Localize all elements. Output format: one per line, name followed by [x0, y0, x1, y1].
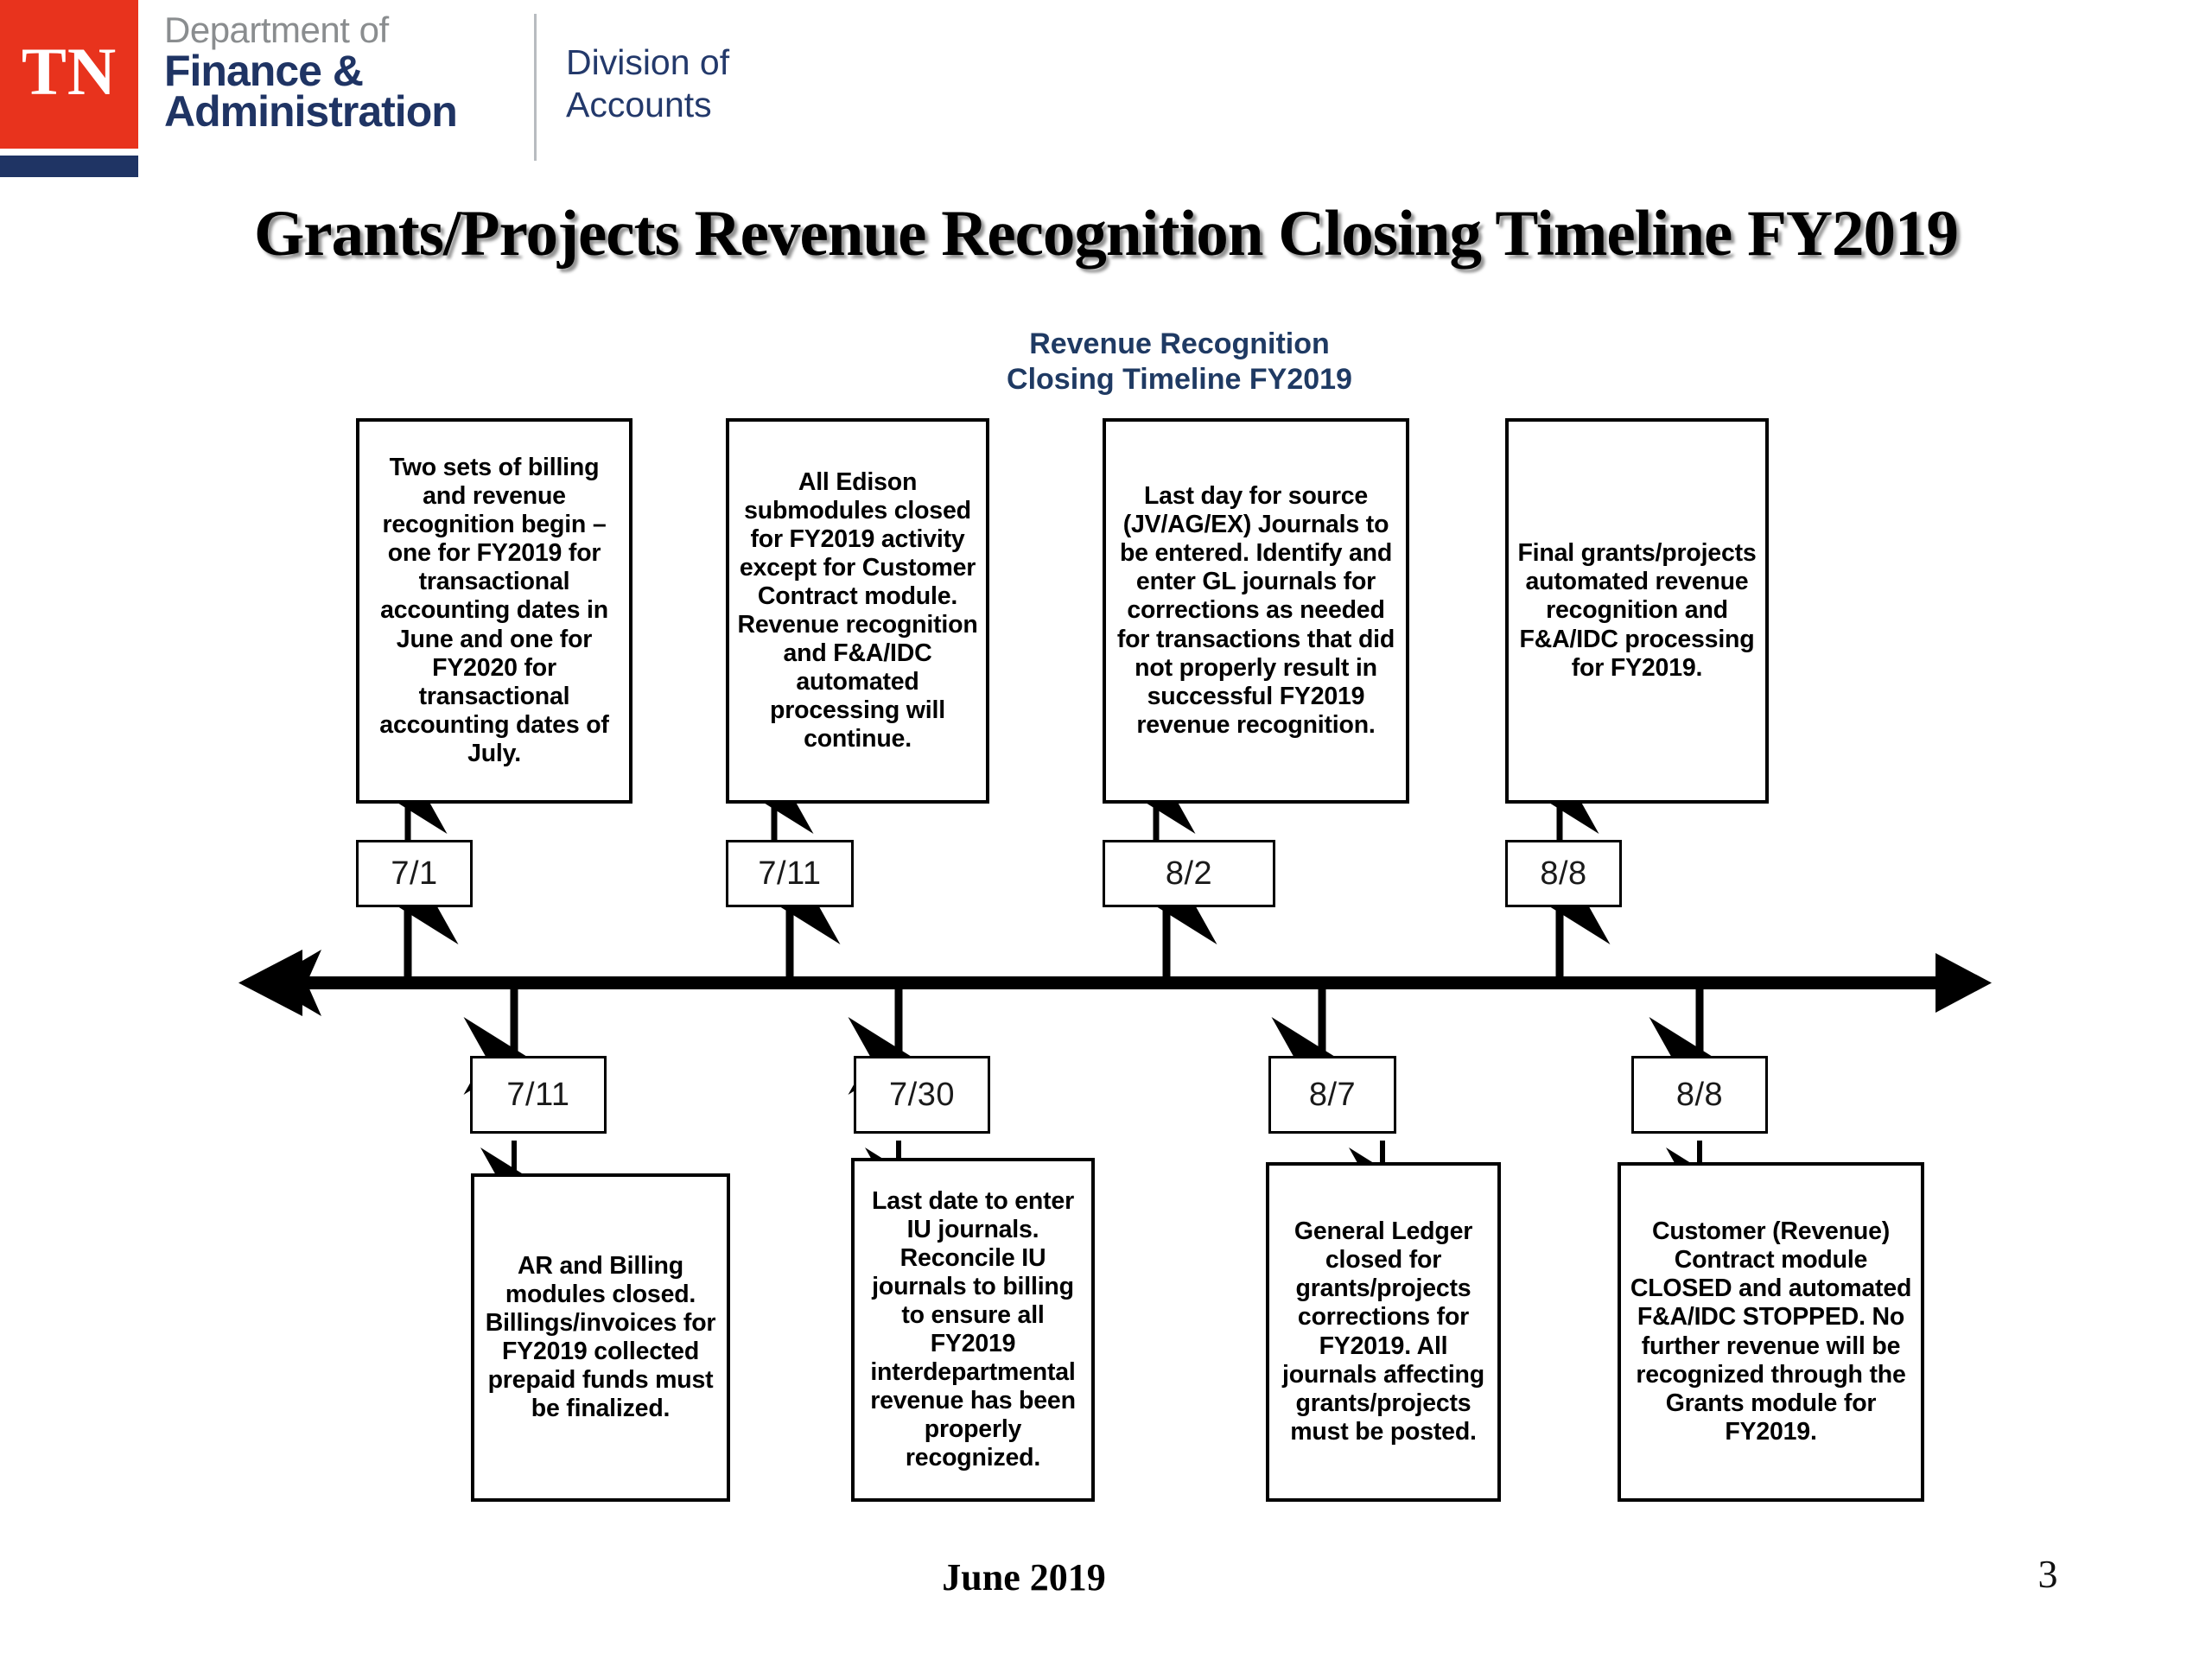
diagram-subtitle-line-1: Revenue Recognition: [1029, 327, 1330, 360]
note-text: Two sets of billing and revenue recognit…: [379, 454, 609, 767]
note-text: Customer (Revenue) Contract module CLOSE…: [1630, 1217, 1912, 1446]
date-box-above-1: 7/1: [356, 840, 473, 907]
date-box-above-3: 8/2: [1103, 840, 1275, 907]
logo-white-stripe: [0, 149, 138, 156]
department-line-2: Finance &: [164, 46, 364, 95]
page-number: 3: [2037, 1552, 2058, 1596]
note-box-below-4: Customer (Revenue) Contract module CLOSE…: [1618, 1162, 1924, 1502]
date-label: 8/2: [1165, 855, 1213, 892]
logo-navy-bar: [0, 156, 138, 177]
tn-logo-block: [0, 0, 138, 149]
note-box-above-2: All Edison submodules closed for FY2019 …: [726, 418, 989, 804]
tn-logo-text: TN: [21, 34, 118, 109]
division-wordmark: Division of Accounts: [566, 41, 912, 126]
footer-date: June 2019: [942, 1556, 1106, 1599]
date-box-below-4: 8/8: [1631, 1056, 1768, 1134]
note-box-below-2: Last date to enter IU journals. Reconcil…: [851, 1158, 1095, 1502]
uplinks-date-to-note: [398, 773, 1599, 842]
timeline-axis: [238, 950, 1992, 1016]
note-text: AR and Billing modules closed. Billings/…: [485, 1251, 716, 1423]
page-header: TN Department of Finance & Administratio…: [0, 0, 2212, 177]
note-box-above-4: Final grants/projects automated revenue …: [1505, 418, 1769, 804]
department-line-3: Administration: [164, 86, 458, 136]
downlinks-timeline-to-date: [463, 989, 1712, 1095]
note-text: Last date to enter IU journals. Reconcil…: [870, 1186, 1076, 1472]
division-line-2: Accounts: [566, 85, 712, 125]
diagram-subtitle-line-2: Closing Timeline FY2019: [1007, 363, 1352, 397]
note-text: General Ledger closed for grants/project…: [1282, 1217, 1484, 1446]
uplinks-timeline-to-date: [396, 867, 1611, 976]
date-box-below-2: 7/30: [854, 1056, 990, 1134]
date-box-above-2: 7/11: [726, 840, 854, 907]
date-label: 8/7: [1308, 1076, 1357, 1113]
page-title: Grants/Projects Revenue Recognition Clos…: [253, 198, 1959, 270]
note-box-below-3: General Ledger closed for grants/project…: [1266, 1162, 1501, 1502]
date-label: 7/30: [889, 1076, 955, 1113]
date-label: 8/8: [1540, 855, 1587, 892]
date-label: 8/8: [1675, 1076, 1724, 1113]
division-line-1: Division of: [566, 42, 730, 82]
note-box-above-1: Two sets of billing and revenue recognit…: [356, 418, 632, 804]
date-label: 7/11: [758, 855, 822, 892]
date-box-below-3: 8/7: [1268, 1056, 1396, 1134]
header-divider: [534, 14, 537, 161]
note-text: All Edison submodules closed for FY2019 …: [737, 467, 978, 753]
date-box-below-1: 7/11: [470, 1056, 607, 1134]
department-line-1: Department of: [164, 10, 389, 50]
note-text: Final grants/projects automated revenue …: [1517, 539, 1757, 682]
date-label: 7/11: [506, 1076, 570, 1113]
department-wordmark: Department of Finance & Administration: [164, 10, 527, 136]
note-text: Last day for source (JV/AG/EX) Journals …: [1116, 482, 1395, 739]
diagram-subtitle: Revenue Recognition Closing Timeline FY2…: [877, 327, 1482, 398]
date-label: 7/1: [391, 855, 438, 892]
date-box-above-4: 8/8: [1505, 840, 1622, 907]
note-box-below-1: AR and Billing modules closed. Billings/…: [471, 1173, 730, 1502]
downlinks-date-to-note: [480, 1141, 1707, 1199]
note-box-above-3: Last day for source (JV/AG/EX) Journals …: [1103, 418, 1409, 804]
